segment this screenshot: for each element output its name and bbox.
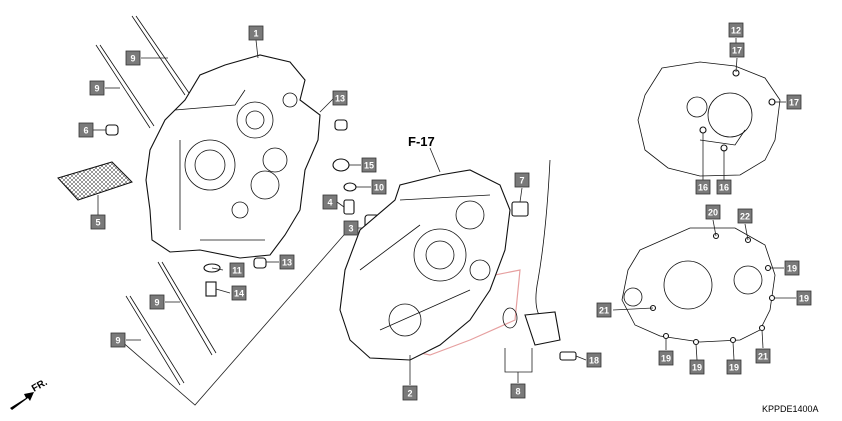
callout-19: 19 — [796, 290, 812, 306]
callout-11: 11 — [229, 262, 245, 278]
callout-16: 16 — [716, 179, 732, 195]
callout-number: 15 — [364, 161, 374, 171]
callout-number: 7 — [519, 176, 524, 186]
callout-9: 9 — [89, 80, 105, 96]
callout-number: 2 — [407, 389, 412, 399]
callout-number: 16 — [719, 183, 729, 193]
callout-number: 9 — [130, 54, 135, 64]
stud-bolts — [95, 15, 217, 386]
callout-number: 13 — [335, 94, 345, 104]
callout-16: 16 — [695, 179, 711, 195]
callout-number: 9 — [115, 336, 120, 346]
callout-6: 6 — [78, 122, 94, 138]
callout-number: 19 — [661, 354, 671, 364]
callout-number: 20 — [708, 208, 718, 218]
left-crankcase-half — [145, 54, 321, 259]
callout-number: 3 — [348, 224, 353, 234]
callout-number: 10 — [374, 183, 384, 193]
callout-19: 19 — [689, 359, 705, 375]
callout-number: 19 — [787, 264, 797, 274]
callout-18: 18 — [586, 352, 602, 368]
callout-15: 15 — [361, 157, 377, 173]
callout-7: 7 — [514, 172, 530, 188]
callout-5: 5 — [90, 214, 106, 230]
callout-1: 1 — [248, 25, 264, 41]
callout-9: 9 — [125, 50, 141, 66]
callout-number: 17 — [789, 98, 799, 108]
callout-number: 9 — [94, 84, 99, 94]
callout-number: 22 — [740, 212, 750, 222]
callout-number: 11 — [232, 266, 242, 276]
crankcase-cover-gasket-lower — [621, 227, 776, 346]
callout-3: 3 — [343, 220, 359, 236]
callout-number: 8 — [515, 387, 520, 397]
callout-number: 16 — [698, 183, 708, 193]
callout-19: 19 — [784, 260, 800, 276]
callout-number: 21 — [599, 306, 609, 316]
callout-number: 14 — [234, 289, 244, 299]
callout-number: 1 — [253, 29, 258, 39]
callout-13: 13 — [279, 254, 295, 270]
right-crankcase-half — [339, 169, 521, 361]
neutral-switch-wire — [502, 159, 577, 361]
callout-22: 22 — [737, 208, 753, 224]
callout-21: 21 — [755, 348, 771, 364]
callout-number: 21 — [758, 352, 768, 362]
callout-number: 6 — [83, 126, 88, 136]
section-reference-label: F-17 — [408, 134, 435, 149]
front-direction-arrow: FR. — [10, 377, 50, 410]
callout-17: 17 — [729, 42, 745, 58]
callout-9: 9 — [110, 332, 126, 348]
callout-number: 5 — [95, 218, 100, 228]
callout-10: 10 — [371, 179, 387, 195]
callout-number: 19 — [729, 363, 739, 373]
callout-4: 4 — [322, 194, 338, 210]
callout-number: 19 — [692, 363, 702, 373]
diagram-code-label: KPPDE1400A — [762, 404, 819, 414]
oil-strainer-screen — [57, 161, 133, 201]
callout-number: 19 — [799, 294, 809, 304]
front-direction-label: FR. — [30, 377, 50, 395]
crankcase-cover-gasket-upper — [637, 61, 781, 177]
callout-8: 8 — [510, 383, 526, 399]
small-parts — [105, 119, 380, 297]
callout-19: 19 — [726, 359, 742, 375]
callout-number: 13 — [282, 258, 292, 268]
callout-14: 14 — [231, 285, 247, 301]
callout-number: 9 — [154, 298, 159, 308]
callout-17: 17 — [786, 94, 802, 110]
callout-19: 19 — [658, 350, 674, 366]
callout-number: 18 — [589, 356, 599, 366]
callout-number: 17 — [732, 46, 742, 56]
callout-13: 13 — [332, 90, 348, 106]
callout-20: 20 — [705, 204, 721, 220]
callout-12: 12 — [728, 22, 744, 38]
callout-number: 12 — [731, 26, 741, 36]
callout-2: 2 — [402, 385, 418, 401]
callout-number: 4 — [327, 198, 332, 208]
callout-21: 21 — [596, 302, 612, 318]
callout-9: 9 — [149, 294, 165, 310]
